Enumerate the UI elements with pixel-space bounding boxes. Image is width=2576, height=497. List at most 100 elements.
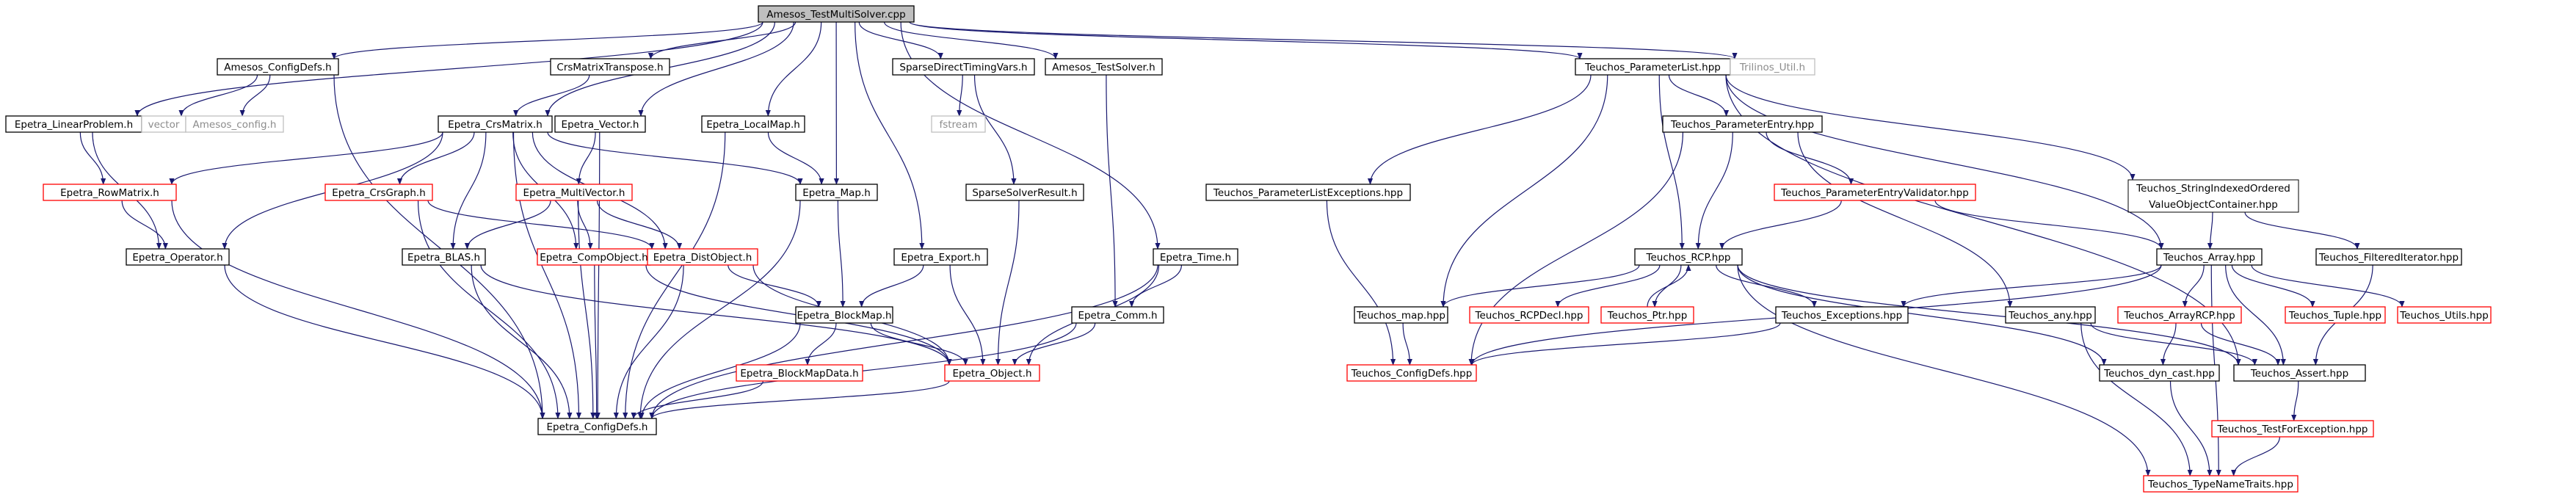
node-fstream[interactable]: fstream bbox=[931, 115, 986, 133]
edge-rcp-to-typenametraits bbox=[1737, 264, 2151, 476]
node-box bbox=[795, 306, 893, 324]
node-rcpdecl[interactable]: Teuchos_RCPDecl.hpp bbox=[1469, 306, 1589, 324]
node-sivoc2[interactable]: ValueObjectContainer.hpp bbox=[2149, 199, 2278, 211]
node-box bbox=[2143, 475, 2299, 493]
node-ecomm[interactable]: Epetra_Comm.h bbox=[1071, 306, 1164, 324]
edge-blockmap-to-blockmapdata bbox=[805, 322, 837, 366]
node-label: Amesos_TestSolver.h bbox=[1052, 62, 1155, 73]
edge-emap-to-blockmap bbox=[837, 200, 846, 308]
edge-root-to-localmap bbox=[765, 21, 822, 117]
edge-localmap-to-econfigdefs bbox=[623, 131, 726, 419]
edge-root-to-export bbox=[855, 21, 925, 250]
node-root[interactable]: Amesos_TestMultiSolver.cpp bbox=[758, 5, 915, 23]
node-sparsetiming[interactable]: SparseDirectTimingVars.h bbox=[892, 58, 1035, 76]
node-trilinosutil[interactable]: Trilinos_Util.h bbox=[1730, 58, 1815, 76]
node-box bbox=[1634, 248, 1743, 266]
node-compobject[interactable]: Epetra_CompObject.h bbox=[537, 248, 651, 266]
node-box bbox=[550, 58, 670, 76]
edge-configdefs-to-econfigdefs bbox=[333, 74, 545, 419]
node-emap[interactable]: Epetra_Map.h bbox=[795, 184, 878, 201]
edge-rcp-to-tassert bbox=[1737, 264, 2241, 366]
edge-crsmatrix-to-rowmatrix bbox=[169, 131, 443, 185]
edge-root-to-linearproblem bbox=[134, 21, 763, 117]
node-crsmatrix[interactable]: Epetra_CrsMatrix.h bbox=[438, 115, 553, 133]
node-etime[interactable]: Epetra_Time.h bbox=[1153, 248, 1238, 266]
node-rcp[interactable]: Teuchos_RCP.hpp bbox=[1634, 248, 1743, 266]
edge-sparseresult-to-eobject bbox=[995, 200, 1020, 366]
node-vector_std[interactable]: vector bbox=[141, 115, 186, 133]
node-rowmatrix[interactable]: Epetra_RowMatrix.h bbox=[43, 184, 177, 201]
node-box bbox=[2117, 306, 2242, 324]
node-box bbox=[1469, 306, 1589, 324]
node-plexceptions[interactable]: Teuchos_ParameterListExceptions.hpp bbox=[1205, 184, 1411, 201]
node-blockmap[interactable]: Epetra_BlockMap.h bbox=[795, 306, 893, 324]
node-filtered[interactable]: Teuchos_FilteredIterator.hpp bbox=[2315, 248, 2462, 266]
node-box bbox=[2156, 248, 2263, 266]
node-arrayrcp[interactable]: Teuchos_ArrayRCP.hpp bbox=[2117, 306, 2242, 324]
node-tutils[interactable]: Teuchos_Utils.hpp bbox=[2397, 306, 2492, 324]
node-distobject[interactable]: Epetra_DistObject.h bbox=[647, 248, 758, 266]
edge-linearproblem-to-rowmatrix bbox=[79, 131, 106, 185]
node-box bbox=[2285, 306, 2386, 324]
node-operator[interactable]: Epetra_Operator.h bbox=[126, 248, 230, 266]
node-box bbox=[1045, 58, 1163, 76]
node-box bbox=[647, 248, 758, 266]
edge-plexceptions-to-tconfigdefs bbox=[1326, 200, 1396, 366]
node-localmap[interactable]: Epetra_LocalMap.h bbox=[701, 115, 805, 133]
node-box bbox=[537, 418, 657, 435]
node-configdefs[interactable]: Amesos_ConfigDefs.h bbox=[217, 58, 339, 76]
edge-root-to-configdefs bbox=[331, 21, 763, 59]
node-crstranspose[interactable]: CrsMatrixTranspose.h bbox=[550, 58, 670, 76]
edge-paramentry-to-pevalidator bbox=[1766, 131, 1854, 185]
edge-tarray-to-texceptions bbox=[1901, 264, 2162, 308]
node-export[interactable]: Epetra_Export.h bbox=[893, 248, 988, 266]
node-eobject[interactable]: Epetra_Object.h bbox=[944, 364, 1040, 382]
node-sivoc1[interactable]: Teuchos_StringIndexedOrdered bbox=[2128, 180, 2299, 196]
node-label: Teuchos_RCP.hpp bbox=[1646, 252, 1731, 264]
node-pevalidator[interactable]: Teuchos_ParameterEntryValidator.hpp bbox=[1774, 184, 1976, 201]
node-testforexc[interactable]: Teuchos_TestForException.hpp bbox=[2211, 420, 2374, 438]
edge-crstranspose-to-crsmatrix bbox=[513, 74, 590, 117]
node-label: Epetra_Operator.h bbox=[132, 252, 222, 264]
node-paramentry[interactable]: Teuchos_ParameterEntry.hpp bbox=[1662, 115, 1823, 133]
node-linearproblem[interactable]: Epetra_LinearProblem.h bbox=[5, 115, 142, 133]
edge-paramlist-to-rcp bbox=[1658, 74, 1685, 250]
node-label: SparseDirectTimingVars.h bbox=[899, 62, 1027, 73]
edge-sparsetiming-to-fstream bbox=[957, 74, 963, 117]
node-box bbox=[126, 248, 230, 266]
node-tptr[interactable]: Teuchos_Ptr.hpp bbox=[1600, 306, 1694, 324]
node-tconfigdefs[interactable]: Teuchos_ConfigDefs.hpp bbox=[1346, 364, 1477, 382]
edge-sparsetiming-to-sparseresult bbox=[973, 74, 1017, 185]
node-evector[interactable]: Epetra_Vector.h bbox=[554, 115, 646, 133]
node-blas[interactable]: Epetra_BLAS.h bbox=[402, 248, 486, 266]
node-dyncast[interactable]: Teuchos_dyn_cast.hpp bbox=[2099, 364, 2220, 382]
node-testsolver[interactable]: Amesos_TestSolver.h bbox=[1045, 58, 1163, 76]
edge-texceptions-to-tconfigdefs bbox=[1469, 322, 1781, 366]
node-typenametraits[interactable]: Teuchos_TypeNameTraits.hpp bbox=[2143, 475, 2299, 493]
node-paramlist[interactable]: Teuchos_ParameterList.hpp bbox=[1575, 58, 1731, 76]
node-blockmapdata[interactable]: Epetra_BlockMapData.h bbox=[736, 364, 863, 382]
node-ttuple[interactable]: Teuchos_Tuple.hpp bbox=[2285, 306, 2386, 324]
node-amesosconfig[interactable]: Amesos_config.h bbox=[185, 115, 284, 133]
edge-sivoc2-to-tarray bbox=[2207, 211, 2213, 250]
edge-tany-to-typenametraits bbox=[2080, 322, 2193, 476]
node-econfigdefs[interactable]: Epetra_ConfigDefs.h bbox=[537, 418, 657, 435]
node-multivector[interactable]: Epetra_MultiVector.h bbox=[515, 184, 633, 201]
node-box bbox=[2315, 248, 2462, 266]
node-label: Amesos_ConfigDefs.h bbox=[224, 62, 331, 73]
node-label: Amesos_TestMultiSolver.cpp bbox=[766, 9, 905, 21]
node-label: Teuchos_Utils.hpp bbox=[2399, 310, 2489, 322]
node-tassert[interactable]: Teuchos_Assert.hpp bbox=[2233, 364, 2366, 382]
node-tarray[interactable]: Teuchos_Array.hpp bbox=[2156, 248, 2263, 266]
node-box bbox=[893, 248, 988, 266]
node-label: Epetra_BLAS.h bbox=[407, 252, 480, 264]
node-tmap[interactable]: Teuchos_map.hpp bbox=[1354, 306, 1448, 324]
node-texceptions[interactable]: Teuchos_Exceptions.hpp bbox=[1775, 306, 1909, 324]
edge-root-to-etime bbox=[900, 21, 1161, 250]
node-sparseresult[interactable]: SparseSolverResult.h bbox=[965, 184, 1084, 201]
node-tany[interactable]: Teuchos_any.hpp bbox=[2005, 306, 2096, 324]
edge-rcp-to-tmap bbox=[1440, 264, 1640, 308]
node-crsgraph[interactable]: Epetra_CrsGraph.h bbox=[324, 184, 433, 201]
node-box bbox=[217, 58, 339, 76]
